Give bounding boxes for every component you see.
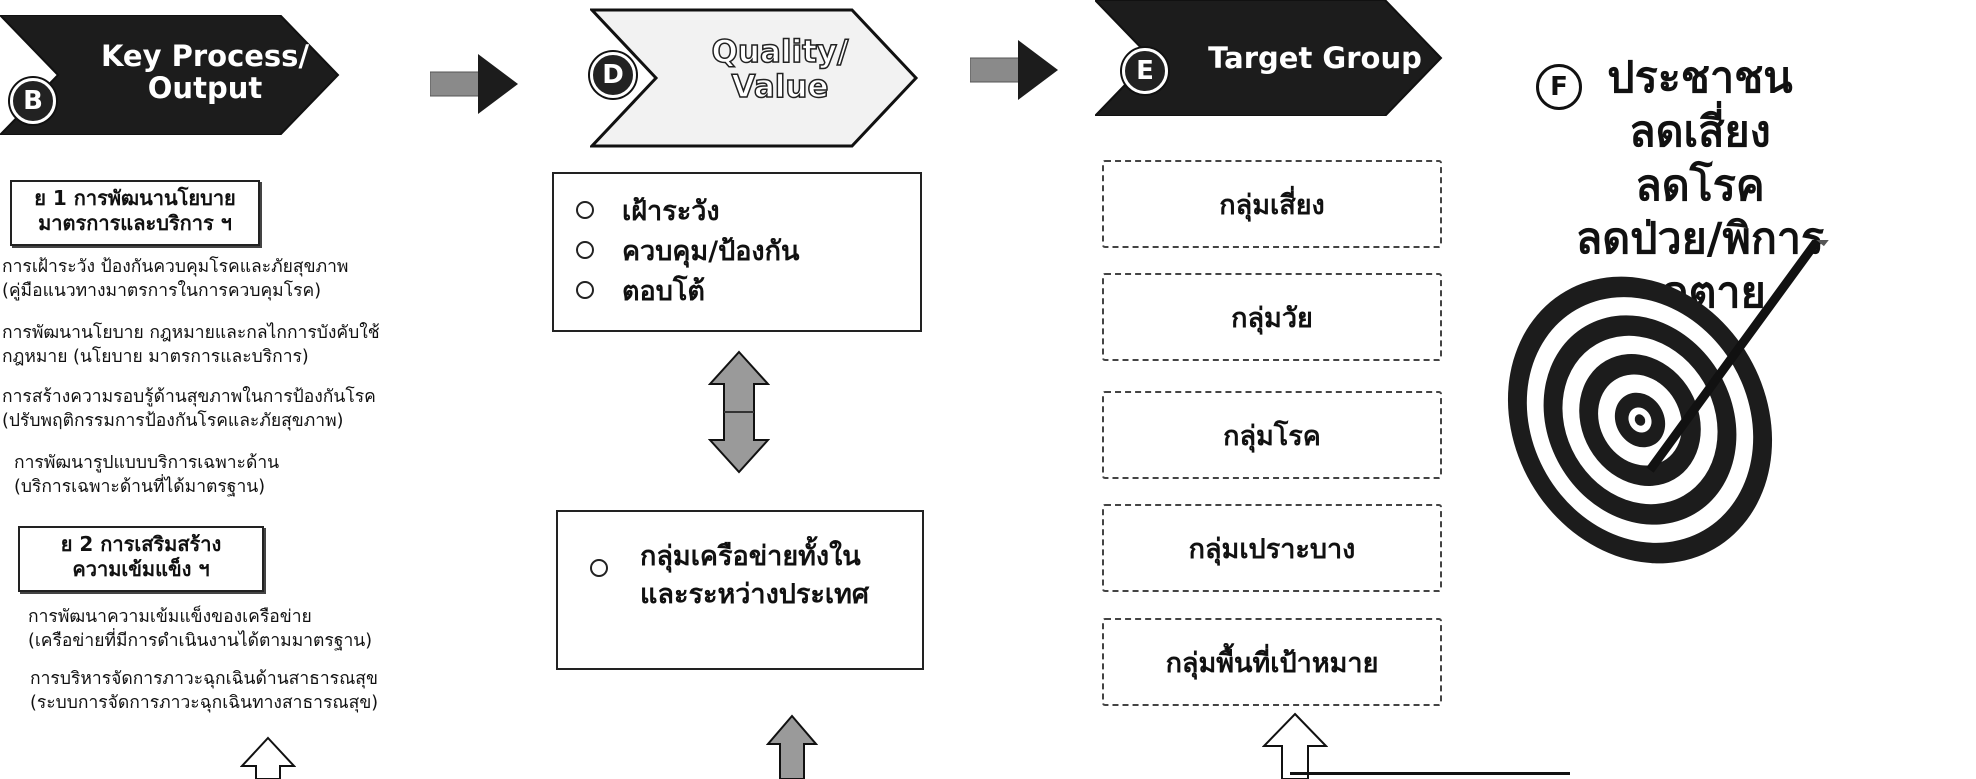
- list-item: การพัฒนารูปแบบบริการเฉพาะด้าน (บริการเฉพ…: [14, 453, 280, 497]
- up-arrow-grey: [766, 714, 818, 779]
- double-arrow-icon: [708, 350, 770, 474]
- target-group-item: กลุ่มวัย: [1102, 273, 1442, 361]
- list-item: ตอบโต้: [576, 270, 920, 310]
- bullet-icon: [576, 201, 594, 219]
- quality-title: Quality/ Value: [711, 34, 849, 105]
- target-group-item: กลุ่มเสี่ยง: [1102, 160, 1442, 248]
- quality-box: เฝ้าระวัง ควบคุม/ป้องกัน ตอบโต้: [552, 172, 922, 332]
- key-process-title: Key Process/ Output: [100, 39, 310, 106]
- list-item: การสร้างความรอบรู้ด้านสุขภาพในการป้องกัน…: [2, 387, 376, 431]
- up-arrow-outline: [1262, 712, 1328, 779]
- bullet-icon: [590, 559, 608, 577]
- list-item: การพัฒนาความเข้มแข็งของเครือข่าย (เครือข…: [28, 607, 373, 651]
- badge-f: F: [1536, 64, 1582, 110]
- badge-b: B: [10, 78, 56, 124]
- target-dart-icon: [1507, 240, 1829, 564]
- right-arrow-grey: [430, 54, 518, 114]
- list-item: การพัฒนานโยบาย กฎหมายและกลไกการบังคับใช้…: [2, 323, 380, 367]
- target-group-item: กลุ่มโรค: [1102, 391, 1442, 479]
- divider: [1290, 772, 1570, 775]
- target-group-item: กลุ่มพื้นที่เป้าหมาย: [1102, 618, 1442, 706]
- strategy-2-box: ย 2 การเสริมสร้าง ความเข้มแข็ง ฯ: [18, 526, 264, 592]
- list-item: การบริหารจัดการภาวะฉุกเฉินด้านสาธารณสุข …: [30, 669, 379, 713]
- target-group-title: Target Group: [1208, 41, 1422, 75]
- right-arrow-grey: [970, 40, 1058, 100]
- list-item: การเฝ้าระวัง ป้องกันควบคุมโรคและภัยสุขภา…: [2, 257, 349, 301]
- badge-d: D: [590, 52, 636, 98]
- up-arrow-outline: [240, 736, 296, 779]
- list-item: เฝ้าระวัง: [576, 190, 920, 230]
- bullet-icon: [576, 241, 594, 259]
- list-item: ควบคุม/ป้องกัน: [576, 230, 920, 270]
- key-process-chevron: [0, 15, 340, 135]
- network-box: กลุ่มเครือข่ายทั้งใน และระหว่างประเทศ: [556, 510, 924, 670]
- network-text: กลุ่มเครือข่ายทั้งใน และระหว่างประเทศ: [640, 541, 870, 610]
- target-group-item: กลุ่มเปราะบาง: [1102, 504, 1442, 592]
- bullet-icon: [576, 281, 594, 299]
- quality-chevron: [590, 8, 919, 148]
- badge-e: E: [1122, 48, 1168, 94]
- strategy-1-box: ย 1 การพัฒนานโยบาย มาตรการและบริการ ฯ: [10, 180, 260, 246]
